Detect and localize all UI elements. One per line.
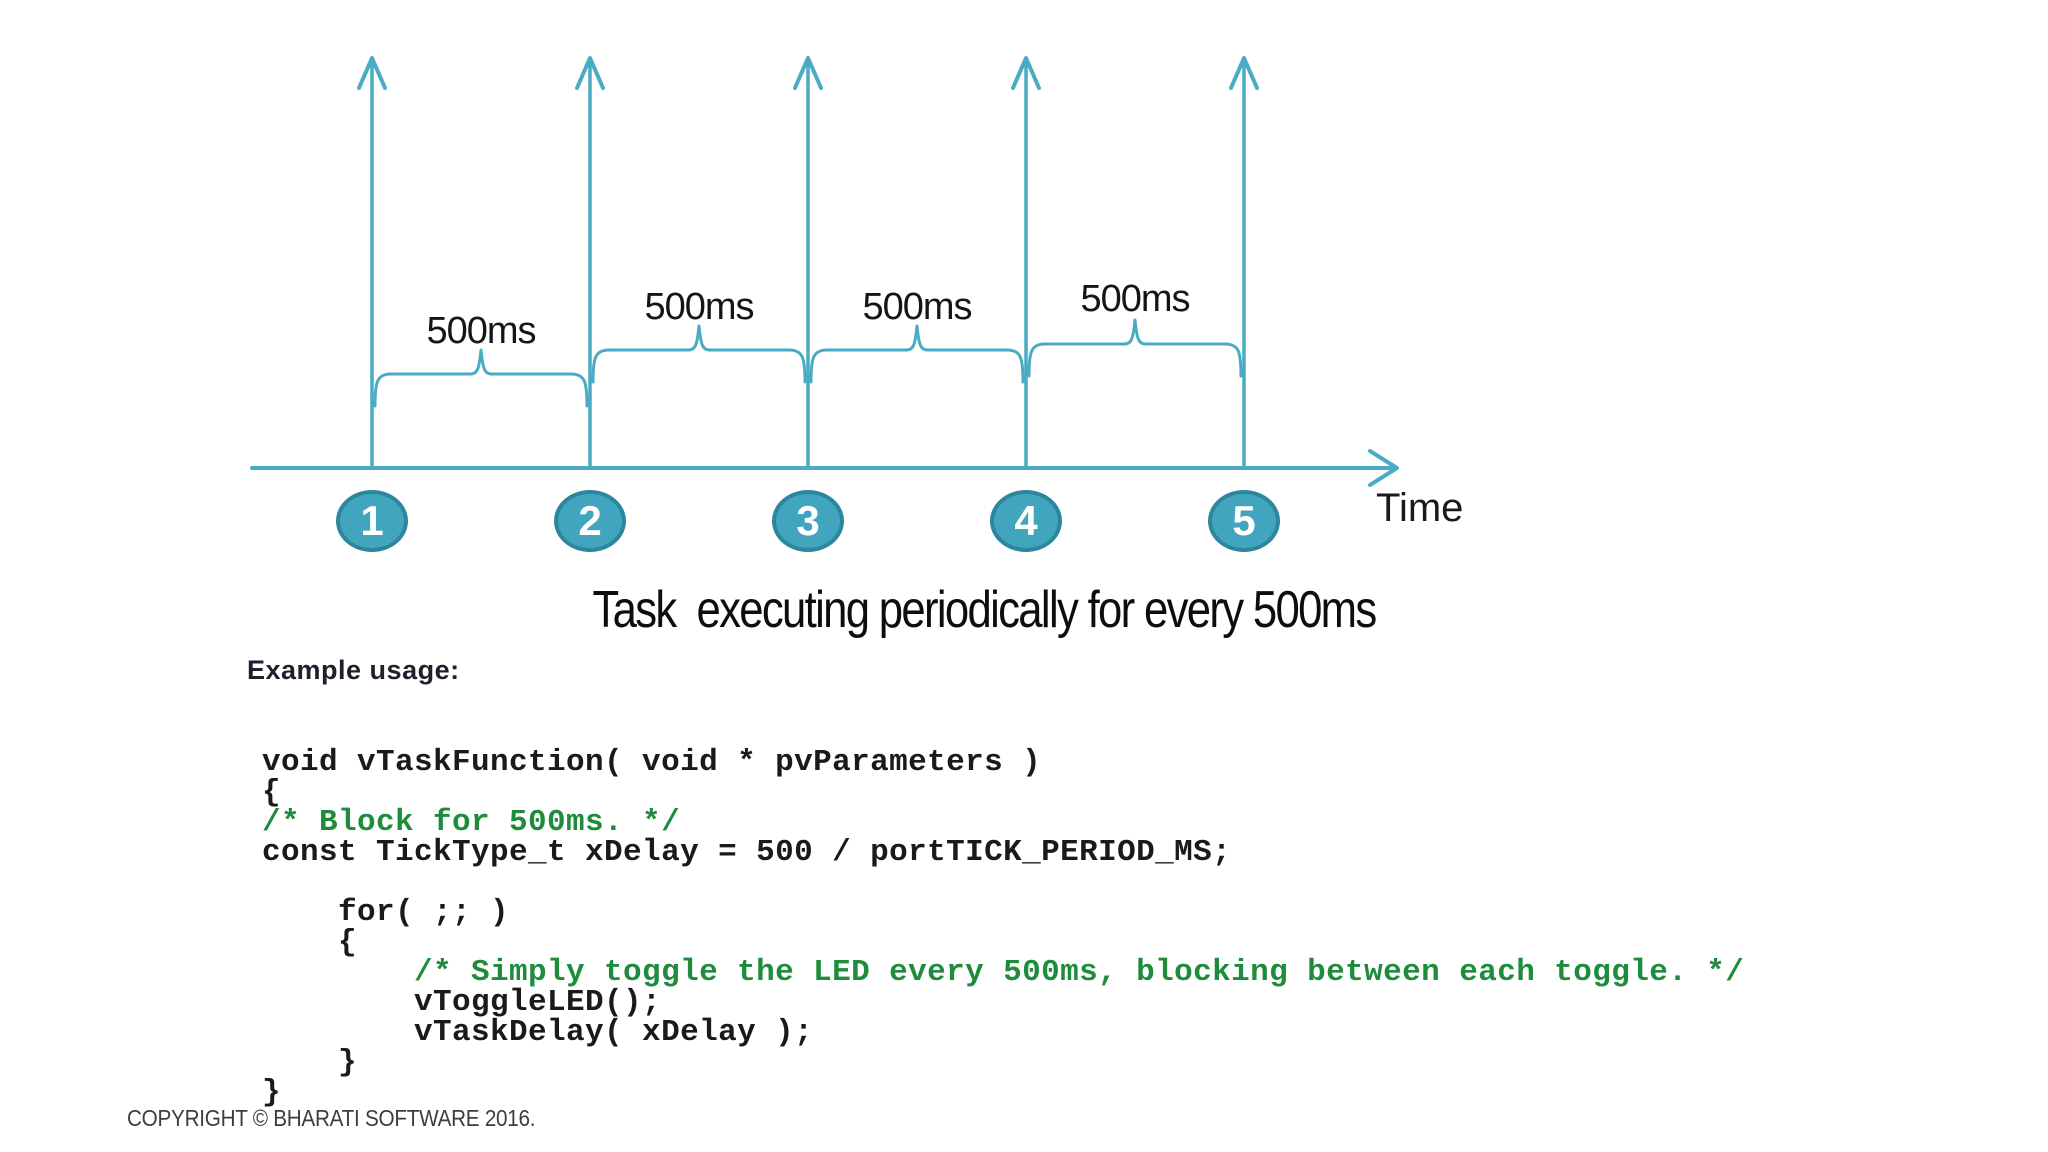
copyright-text: COPYRIGHT © BHARATI SOFTWARE 2016. — [127, 1105, 536, 1131]
code-line-9: vToggleLED(); — [262, 985, 662, 1020]
tick-arrow-3 — [793, 56, 823, 470]
tick-arrow-4 — [1011, 56, 1041, 470]
code-line-11: } — [262, 1045, 358, 1080]
tick-arrow-1 — [357, 56, 387, 470]
time-axis-label: Time — [1376, 486, 1464, 530]
example-usage-heading: Example usage: — [247, 655, 460, 685]
code-line-8-comment: /* Simply toggle the LED every 500ms, bl… — [262, 955, 1745, 990]
interval-label-3: 500ms — [862, 286, 972, 328]
code-line-6: for( ;; ) — [262, 895, 510, 930]
code-line-5-blank — [262, 868, 1744, 898]
time-axis — [250, 449, 1399, 487]
code-line-4: const TickType_t xDelay = 500 / portTICK… — [262, 835, 1232, 870]
tick-circle-3: 3 — [772, 490, 844, 552]
tick-arrow-2 — [575, 56, 605, 470]
interval-brace-3 — [809, 324, 1025, 384]
tick-circle-1: 1 — [336, 490, 408, 552]
code-line-10: vTaskDelay( xDelay ); — [262, 1015, 814, 1050]
tick-circle-2: 2 — [554, 490, 626, 552]
interval-label-1: 500ms — [426, 310, 536, 352]
interval-brace-4 — [1027, 318, 1243, 378]
code-block: void vTaskFunction( void * pvParameters … — [262, 745, 1745, 1110]
tick-arrow-5 — [1229, 56, 1259, 470]
code-line-7: { — [262, 925, 358, 960]
tick-circle-4: 4 — [990, 490, 1062, 552]
code-line-1: void vTaskFunction( void * pvParameters … — [262, 745, 1042, 780]
code-line-2: { — [262, 775, 282, 810]
tick-circle-5: 5 — [1208, 490, 1280, 552]
code-line-3-comment: /* Block for 500ms. */ — [262, 805, 681, 840]
diagram-caption: Task executing periodically for every 50… — [592, 581, 1377, 639]
interval-label-4: 500ms — [1080, 278, 1190, 320]
code-line-12: } — [262, 1075, 282, 1110]
interval-brace-2 — [591, 324, 807, 384]
interval-brace-1 — [373, 348, 589, 408]
timing-diagram — [250, 56, 1399, 487]
interval-label-2: 500ms — [644, 286, 754, 328]
